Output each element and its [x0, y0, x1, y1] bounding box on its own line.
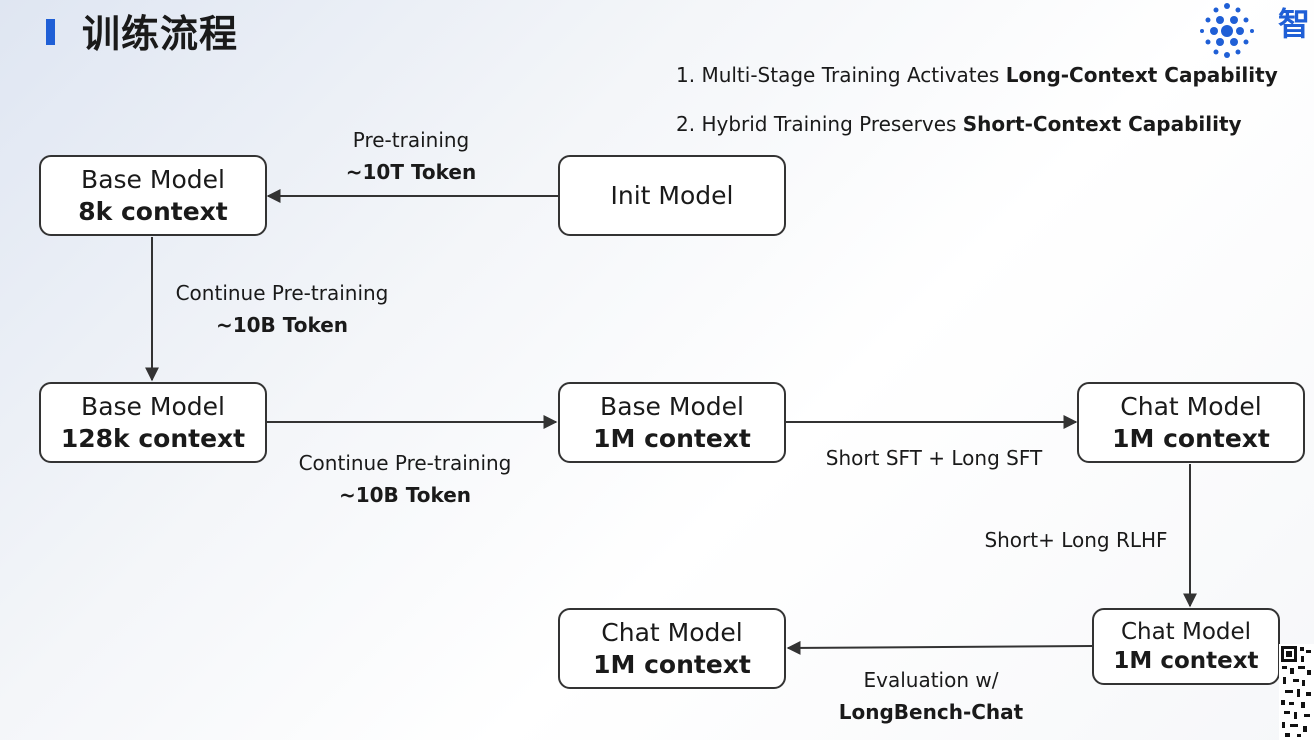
node-line1: Chat Model	[1120, 391, 1262, 421]
node-line1: Chat Model	[1120, 618, 1252, 645]
node-line2: 1M context	[593, 649, 751, 679]
edge-line2: LongBench-Chat	[838, 700, 1024, 724]
edge-line1: Continue Pre-training	[298, 451, 512, 475]
node-chat-model-rlhf: Chat Model 1M context	[1092, 608, 1280, 685]
edge-label-continue-pretraining-2: Continue Pre-training ~10B Token	[275, 447, 535, 511]
note-1-bold: Long-Context Capability	[1005, 63, 1278, 87]
note-2-bold: Short-Context Capability	[962, 112, 1242, 136]
note-1-text: 1. Multi-Stage Training Activates	[676, 63, 1006, 87]
logo-text: 智	[1278, 5, 1311, 43]
node-line1: Base Model	[81, 391, 225, 421]
node-line2: 1M context	[1113, 647, 1259, 674]
arrow-rlhf-to-final	[786, 640, 1093, 655]
title-accent-bar	[46, 19, 55, 45]
edge-label-pretraining: Pre-training ~10T Token	[311, 124, 511, 188]
edge-line1: Short+ Long RLHF	[984, 528, 1168, 552]
qr-code-icon	[1279, 644, 1314, 740]
edge-line2: ~10B Token	[338, 483, 472, 507]
logo-icon	[1200, 3, 1254, 58]
note-2-text: 2. Hybrid Training Preserves	[676, 112, 963, 136]
edge-label-rlhf: Short+ Long RLHF	[958, 524, 1194, 556]
edge-line1: Continue Pre-training	[175, 281, 389, 305]
node-line1: Init Model	[610, 180, 734, 210]
node-base-model-8k: Base Model 8k context	[39, 155, 267, 236]
node-line2: 1M context	[1112, 423, 1270, 453]
node-chat-model-sft: Chat Model 1M context	[1077, 382, 1305, 463]
page-title: 训练流程	[82, 12, 239, 56]
edge-line1: Evaluation w/	[863, 668, 999, 692]
node-line2: 1M context	[593, 423, 751, 453]
edge-line1: Short SFT + Long SFT	[825, 446, 1043, 470]
edge-line2: ~10B Token	[215, 313, 349, 337]
edge-line1: Pre-training	[352, 128, 470, 152]
edge-label-sft: Short SFT + Long SFT	[804, 442, 1064, 474]
node-init-model: Init Model	[558, 155, 786, 236]
note-short-context: 2. Hybrid Training Preserves Short-Conte…	[676, 111, 1242, 137]
node-line1: Base Model	[81, 164, 225, 194]
node-chat-model-final: Chat Model 1M context	[558, 608, 786, 689]
edge-label-evaluation: Evaluation w/ LongBench-Chat	[816, 664, 1046, 728]
node-base-model-128k: Base Model 128k context	[39, 382, 267, 463]
node-line1: Chat Model	[601, 617, 743, 647]
node-base-model-1m: Base Model 1M context	[558, 382, 786, 463]
note-long-context: 1. Multi-Stage Training Activates Long-C…	[676, 62, 1278, 88]
node-line2: 128k context	[60, 423, 246, 453]
node-line2: 8k context	[78, 196, 228, 226]
node-line1: Base Model	[600, 391, 744, 421]
edge-line2: ~10T Token	[345, 160, 477, 184]
edge-label-continue-pretraining-1: Continue Pre-training ~10B Token	[152, 277, 412, 341]
